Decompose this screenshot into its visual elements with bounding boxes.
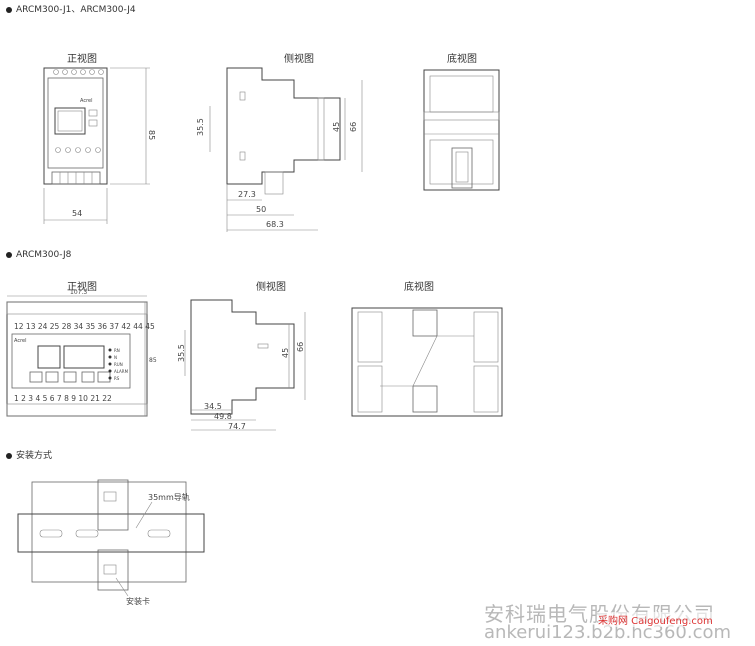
j8-side-w2-dim: 49.8 [214,412,232,421]
j8-bottom-terminals: 1 2 3 4 5 6 7 8 9 10 21 22 [14,394,112,403]
j8-width-dim: 107.3 [70,289,87,296]
j1-side-w3-dim: 68.3 [266,220,284,229]
j1-side-w2-dim: 50 [256,205,266,214]
j8-front-view-title: 正视图 [67,282,97,293]
j8-indicator-label-1: N [114,355,117,360]
rail-label: 35mm导轨 [148,492,190,502]
bullet-icon [6,251,12,258]
j8-indicator-label-0: RN [114,348,120,353]
j8-side-h3-dim: 66 [296,342,305,352]
j8-side-h2-dim: 45 [281,348,290,358]
j8-indicator-label-4: RS [114,376,120,381]
j8-top-terminals: 12 13 24 25 28 34 35 36 37 42 44 45 [14,322,155,331]
j8-indicator-label-3: ALARM [114,369,129,374]
clip-label: 安装卡 [126,596,150,606]
j1-side-h2-dim: 45 [332,122,341,132]
j1-width-dim: 54 [72,209,82,218]
bullet-icon [6,6,12,13]
j8-bottom-view-title: 底视图 [404,282,434,293]
j1-side-view-title: 侧视图 [284,54,314,65]
section-heading-j8: ARCM300-J8 [6,250,71,260]
j1-side-w1-dim: 27.3 [238,190,256,199]
j1-side-h3-dim: 66 [349,122,358,132]
watermark-red: 采购网 Caigoufeng.com [598,612,713,627]
j8-height-dim: 85 [149,357,157,364]
j1-bottom-view-title: 底视图 [447,54,477,65]
j8-side-view-title: 侧视图 [256,282,286,293]
j8-indicator-label-2: RUN [114,362,123,367]
j1-front-view-title: 正视图 [67,54,97,65]
j8-side-w3-dim: 74.7 [228,422,246,431]
j1-side-view: 35.5 45 66 27.3 50 68.3 [196,67,363,232]
j8-side-w1-dim: 34.5 [204,402,222,411]
j1-bottom-view [423,69,500,191]
install-diagram: 35mm导轨 安装卡 [17,479,205,606]
j8-brand-label: Acrel [14,338,27,344]
j1-front-view: Acrel 85 54 [43,67,156,224]
j8-side-h1-dim: 35.5 [177,344,186,362]
j1-side-h1-dim: 35.5 [196,118,205,136]
j1-height-dim: 85 [147,130,156,140]
j1-brand-label: Acrel [80,98,93,104]
section-heading-j1-j4: ARCM300-J1、ARCM300-J4 [6,2,136,15]
watermark-site: ankerui123.b2b.hc360.com [484,622,732,643]
j8-front-view: 12 13 24 25 28 34 35 36 37 42 44 45 1 2 … [6,289,157,417]
j8-side-view: 35.5 45 66 34.5 49.8 74.7 [177,299,306,431]
section-heading-install: 安装方式 [6,448,52,461]
bullet-icon [6,452,12,459]
j8-bottom-view [351,307,503,417]
